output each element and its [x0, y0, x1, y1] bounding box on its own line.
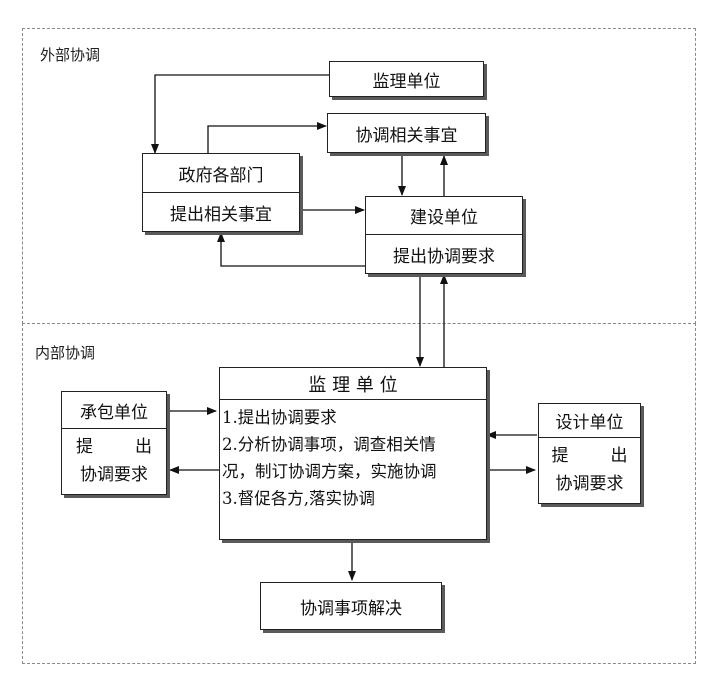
- supervisor-unit-top-node: 监理单位: [329, 61, 484, 97]
- government-departments-title: 政府各部门: [143, 154, 299, 193]
- supervisor-unit-main-title: 监 理 单 位: [220, 368, 486, 400]
- contractor-action-text: 协调要求: [80, 465, 148, 485]
- design-unit-node: 设计单位 提 出 协调要求: [538, 403, 641, 504]
- external-zone-label: 外部协调: [40, 46, 101, 64]
- owner-unit-title: 建设单位: [366, 197, 522, 235]
- contractor-unit-title: 承包单位: [62, 392, 166, 429]
- contractor-unit-action: 提 出 协调要求: [62, 429, 166, 493]
- supervisor-unit-main-node: 监 理 单 位 1.提出协调要求 2.分析协调事项，调查相关情 况，制订协调方案…: [219, 367, 487, 540]
- matters-resolved-label: 协调事项解决: [300, 598, 402, 619]
- owner-unit-node: 建设单位 提出协调要求: [365, 196, 523, 274]
- design-action-text: 协调要求: [555, 474, 624, 494]
- design-unit-title: 设计单位: [539, 404, 640, 438]
- government-departments-action: 提出相关事宜: [170, 204, 272, 225]
- design-action-char-1: 提: [551, 446, 569, 466]
- design-action-char-2: 出: [610, 446, 628, 466]
- supervisor-task-line-2: 2.分析协调事项，调查相关情: [222, 435, 436, 454]
- coordination-matters-node: 协调相关事宜: [327, 113, 486, 153]
- supervisor-task-line-4: 3.督促各方,落实协调: [222, 489, 375, 508]
- contractor-unit-node: 承包单位 提 出 协调要求: [61, 391, 167, 495]
- supervisor-task-line-1: 1.提出协调要求: [222, 408, 337, 427]
- internal-coordination-zone: [22, 323, 696, 664]
- supervisor-task-line-3: 况，制订协调方案，实施协调: [222, 462, 437, 481]
- contractor-action-char-2: 出: [135, 437, 152, 457]
- coordination-matters-label: 协调相关事宜: [355, 125, 458, 146]
- owner-unit-action: 提出协调要求: [393, 246, 495, 267]
- supervisor-unit-top-label: 监理单位: [372, 71, 441, 92]
- supervisor-unit-main-tasks: 1.提出协调要求 2.分析协调事项，调查相关情 况，制订协调方案，实施协调 3.…: [220, 400, 486, 512]
- matters-resolved-node: 协调事项解决: [260, 582, 442, 630]
- contractor-action-char-1: 提: [76, 437, 93, 457]
- internal-zone-label: 内部协调: [35, 344, 96, 362]
- design-unit-action: 提 出 协调要求: [539, 438, 640, 502]
- government-departments-node: 政府各部门 提出相关事宜: [142, 153, 300, 232]
